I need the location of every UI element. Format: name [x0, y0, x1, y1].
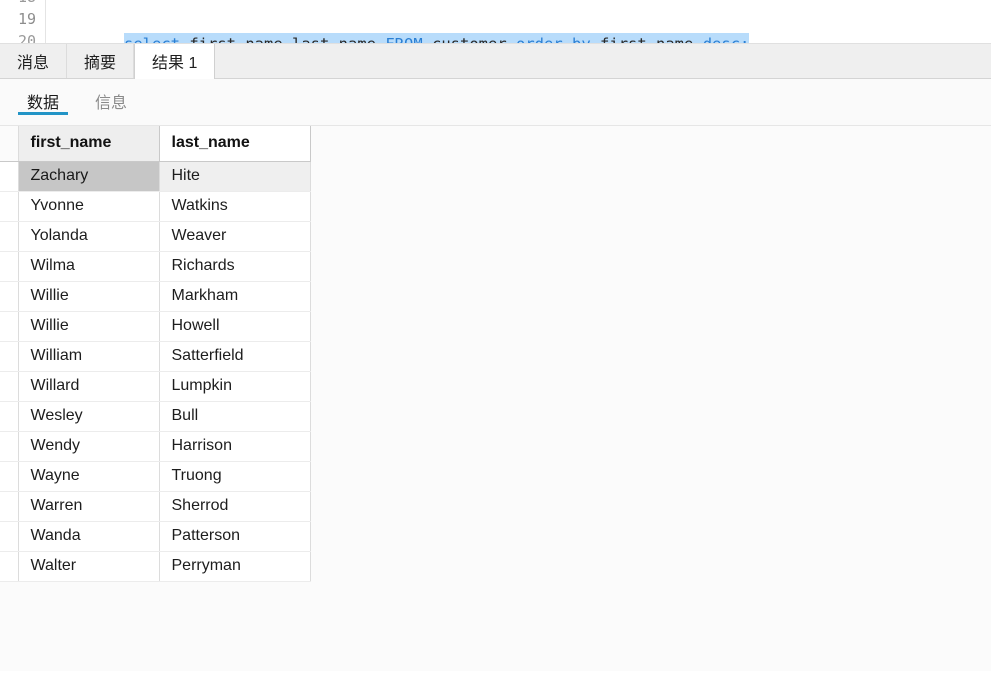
cell-first-name[interactable]: Willie — [18, 281, 160, 312]
sql-identifier: first_name — [600, 35, 693, 43]
column-header-last-name[interactable]: last_name — [159, 126, 311, 162]
result-tabbar: 消息摘要结果 1 — [0, 43, 991, 79]
line-number-gutter: 18 19 20 — [0, 0, 46, 43]
result-tab-1[interactable]: 消息 — [0, 44, 68, 78]
cell-last-name[interactable]: Hite — [159, 161, 311, 192]
cell-last-name[interactable]: Richards — [159, 251, 311, 282]
line-number: 20 — [17, 32, 36, 43]
result-tab-3[interactable]: 结果 1 — [134, 44, 216, 79]
cell-last-name[interactable]: Watkins — [159, 191, 311, 222]
cell-last-name[interactable]: Bull — [159, 401, 311, 432]
cell-last-name[interactable]: Howell — [159, 311, 311, 342]
cell-first-name[interactable]: Wendy — [18, 431, 160, 462]
row-selector-cell[interactable] — [0, 521, 19, 552]
line-number: 19 — [17, 10, 36, 28]
row-selector-cell[interactable] — [0, 491, 19, 522]
row-selector-cell[interactable] — [0, 251, 19, 282]
cell-first-name[interactable]: Wesley — [18, 401, 160, 432]
sub-tabs-list: 数据 信息 — [18, 79, 154, 125]
result-subtabbar: 数据 信息 — [0, 79, 991, 126]
cell-last-name[interactable]: Lumpkin — [159, 371, 311, 402]
cell-last-name[interactable]: Harrison — [159, 431, 311, 462]
sql-identifier — [423, 35, 432, 43]
grid-header-row: first_name last_name — [0, 126, 311, 162]
sql-identifier — [507, 35, 516, 43]
sub-tab-2[interactable]: 信息 — [95, 95, 128, 112]
sql-identifier — [376, 35, 385, 43]
sql-keyword: select — [124, 35, 180, 43]
cell-first-name[interactable]: Yolanda — [18, 221, 160, 252]
row-selector-cell[interactable] — [0, 461, 19, 492]
cell-last-name[interactable]: Truong — [159, 461, 311, 492]
line-number: 18 — [0, 0, 36, 8]
sql-identifier: customer — [432, 35, 507, 43]
grid-header: first_name last_name — [0, 126, 311, 162]
cell-first-name[interactable]: Willie — [18, 311, 160, 342]
sql-keyword: desc; — [703, 35, 750, 43]
row-selector-cell[interactable] — [0, 401, 19, 432]
sql-identifier — [591, 35, 600, 43]
row-selector-cell[interactable] — [0, 551, 19, 582]
cell-first-name[interactable]: Willard — [18, 371, 160, 402]
sql-identifier: first_name,last_name — [189, 35, 376, 43]
sub-tab-1[interactable]: 数据 — [18, 79, 69, 125]
cell-first-name[interactable]: Wilma — [18, 251, 160, 282]
cell-first-name[interactable]: Wanda — [18, 521, 160, 552]
sql-keyword: order — [516, 35, 563, 43]
sql-statement-line[interactable]: select first_name,last_name FROM custome… — [68, 8, 750, 43]
sql-identifier — [180, 35, 189, 43]
row-selector-cell[interactable] — [0, 191, 19, 222]
sql-keyword: FROM — [385, 35, 422, 43]
column-header-first-name[interactable]: first_name — [18, 126, 160, 162]
cell-last-name[interactable]: Satterfield — [159, 341, 311, 372]
cell-first-name[interactable]: Walter — [18, 551, 160, 582]
cell-first-name[interactable]: Yvonne — [18, 191, 160, 222]
result-tabs-list: 消息摘要结果 1 — [0, 44, 991, 79]
row-selector-cell[interactable] — [0, 221, 19, 252]
row-selector-cell[interactable] — [0, 371, 19, 402]
cell-last-name[interactable]: Markham — [159, 281, 311, 312]
cell-first-name[interactable]: William — [18, 341, 160, 372]
sql-keyword: by — [572, 35, 591, 43]
editor-code-area[interactable]: select first_name,last_name FROM custome… — [46, 0, 991, 43]
cell-first-name[interactable]: Zachary — [18, 161, 160, 192]
sql-selection[interactable]: select first_name,last_name FROM custome… — [124, 33, 750, 43]
cell-last-name[interactable]: Patterson — [159, 521, 311, 552]
row-selector-header[interactable] — [0, 126, 19, 162]
row-selector-cell[interactable] — [0, 161, 19, 192]
cell-first-name[interactable]: Warren — [18, 491, 160, 522]
cell-last-name[interactable]: Weaver — [159, 221, 311, 252]
result-tab-2[interactable]: 摘要 — [67, 44, 135, 78]
sql-editor[interactable]: 18 19 20 select first_name,last_name FRO… — [0, 0, 991, 43]
sql-identifier — [563, 35, 572, 43]
row-selector-cell[interactable] — [0, 431, 19, 462]
row-selector-cell[interactable] — [0, 311, 19, 342]
cell-first-name[interactable]: Wayne — [18, 461, 160, 492]
row-selector-cell[interactable] — [0, 281, 19, 312]
cell-last-name[interactable]: Perryman — [159, 551, 311, 582]
sql-identifier — [693, 35, 702, 43]
row-selector-cell[interactable] — [0, 341, 19, 372]
cell-last-name[interactable]: Sherrod — [159, 491, 311, 522]
